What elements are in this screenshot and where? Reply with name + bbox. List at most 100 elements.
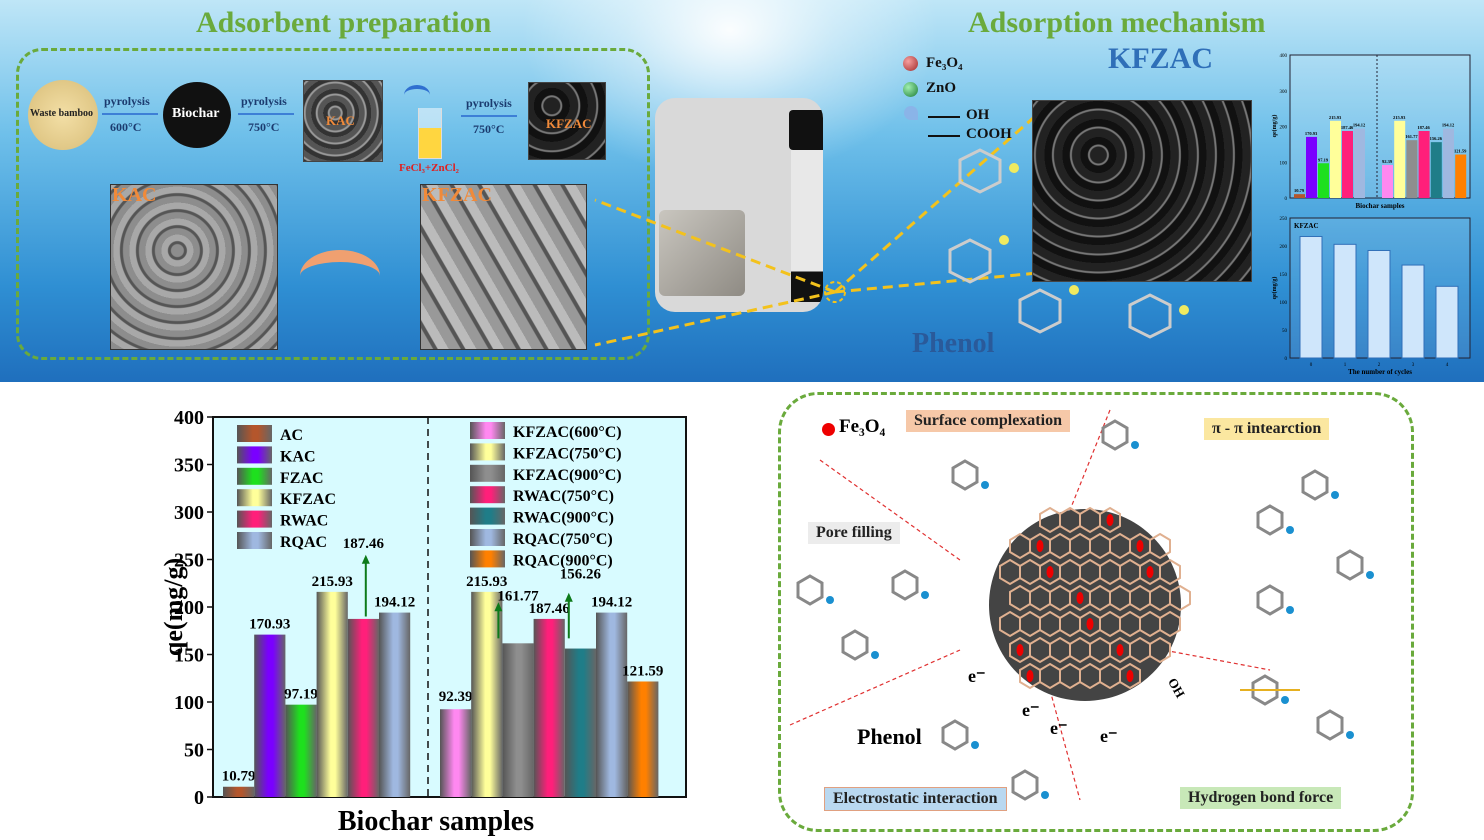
bar-KFZAC(600°C) <box>440 709 472 797</box>
cycle-bar <box>1401 264 1425 359</box>
kac-label: KAC <box>326 113 355 128</box>
fe3o4-legend-label: Fe₃O₄ <box>926 55 963 71</box>
phenol-molecules <box>948 148 1189 339</box>
mini-bar <box>1406 140 1418 198</box>
data-label: 215.93 <box>466 574 507 590</box>
bar-KFZAC(750°C) <box>471 591 503 797</box>
bar-KFZAC <box>316 591 348 797</box>
legend-label: KFZAC(750°C) <box>513 445 622 462</box>
zno-sphere-icon <box>903 82 918 97</box>
pi-pi-interaction-tag: π - π intearction <box>1204 418 1330 440</box>
cycle-y-tick: 100 <box>1280 301 1288 306</box>
pyrolysis-label: pyrolysis <box>466 96 512 110</box>
mini-bar <box>1342 130 1353 198</box>
fe3o4-dot <box>1046 566 1054 578</box>
carbon-lattice-cell <box>1119 662 1141 690</box>
cycle-y-tick: 200 <box>1280 245 1288 250</box>
mini-y-tick: 0 <box>1285 197 1288 202</box>
data-label: 187.46 <box>343 536 385 552</box>
kac-sem-image <box>110 184 278 350</box>
legend-swatch <box>470 550 505 568</box>
fe3o4-dot <box>1106 514 1114 526</box>
mini-data-label: 187.46 <box>1417 125 1430 130</box>
mini-ylabel: qe(mg/g) <box>1271 115 1278 138</box>
arrow-icon <box>238 113 294 115</box>
fe3o4-dot <box>1076 592 1084 604</box>
hydrogen-bond-force-tag: Hydrogen bond force <box>1180 787 1342 809</box>
zno-legend-label: ZnO <box>926 80 957 96</box>
waste-bamboo-image <box>28 80 98 150</box>
mini-data-label: 92.39 <box>1382 159 1393 164</box>
cycle-tick-label: 3 <box>1412 363 1415 368</box>
legend-swatch <box>237 425 272 442</box>
fe3o4-dot-icon <box>822 423 835 436</box>
arrow-head-icon <box>564 592 573 602</box>
pore-filling-tag: Pore filling <box>808 522 900 544</box>
legend-swatch <box>237 467 272 485</box>
legend-label: RWAC(900°C) <box>513 510 614 527</box>
y-tick-label: 200 <box>174 597 204 619</box>
graphical-abstract-banner: Adsorbent preparation Adsorption mechani… <box>0 0 1484 382</box>
y-tick-label: 100 <box>174 692 204 714</box>
y-axis-label: qe(mg/g) <box>159 558 188 656</box>
mini-bar <box>1330 120 1341 198</box>
bar-FZAC <box>285 704 317 797</box>
phenol-molecule <box>1101 419 1139 451</box>
bar-RWAC <box>347 618 379 797</box>
preparation-box <box>16 48 650 360</box>
fe3o4-dot <box>1086 618 1094 630</box>
phenol-molecule <box>891 569 929 601</box>
mini-bar <box>1294 194 1305 198</box>
phenol-molecule <box>1301 469 1339 501</box>
legend-label: RWAC(750°C) <box>513 488 614 505</box>
legend-label: AC <box>280 427 303 444</box>
kfzac-sem-label: KFZAC <box>422 184 492 206</box>
data-label: 170.93 <box>249 617 290 633</box>
y-tick-label: 50 <box>184 740 204 762</box>
legend-swatch <box>237 532 272 549</box>
phenol-molecule <box>941 719 979 751</box>
legend-swatch <box>237 489 272 507</box>
carbon-lattice-cell <box>1159 558 1181 586</box>
bar-RWAC(750°C) <box>533 618 565 797</box>
fe3o4-dot <box>1036 540 1044 552</box>
mini-xlabel: Biochar samples <box>1355 202 1404 210</box>
cycle-bar <box>1333 243 1357 359</box>
beaker-icon <box>418 108 442 159</box>
legend-swatch <box>470 507 505 525</box>
kfzac-cube-large <box>1032 100 1252 282</box>
surface-complexation-tag: Surface complexation <box>906 410 1070 432</box>
bar-AC <box>223 786 255 797</box>
vial-cap <box>789 110 823 150</box>
mini-data-label: 215.93 <box>1393 115 1406 120</box>
kfzac-cube-label: KFZAC <box>1108 42 1213 75</box>
adsorption-mechanism-title: Adsorption mechanism <box>968 6 1266 39</box>
arrow-head-icon <box>494 602 503 612</box>
mini-data-label: 161.77 <box>1405 134 1418 139</box>
bar-RQAC(750°C) <box>596 612 628 797</box>
mini-data-label: 194.12 <box>1353 123 1366 128</box>
mini-bar <box>1394 120 1406 198</box>
arrow-head-icon <box>361 554 370 564</box>
fe3o4-dot <box>1126 670 1134 682</box>
yellow-dashed-connectors <box>594 110 1071 347</box>
electron-label: e⁻ <box>1022 700 1040 720</box>
mechanism-diagram <box>789 409 1374 801</box>
mini-data-label: 97.19 <box>1318 157 1329 162</box>
legend-label: KFZAC(900°C) <box>513 467 622 484</box>
electron-label: e⁻ <box>968 666 986 686</box>
legend-label: RQAC <box>280 534 327 551</box>
mini-bar <box>1455 154 1467 198</box>
fe3o4-sphere-icon <box>903 56 918 71</box>
mini-data-label: 121.59 <box>1454 149 1467 154</box>
fe3o4-dot <box>1146 566 1154 578</box>
data-label: 10.79 <box>222 769 256 785</box>
legend-label: KFZAC <box>280 491 336 508</box>
temperature-label: 750°C <box>473 122 505 136</box>
magnet-vial-photo <box>655 98 823 312</box>
adsorbent-preparation-title: Adsorbent preparation <box>196 6 492 39</box>
kfzac-sem-image <box>420 184 587 350</box>
mini-y-tick: 200 <box>1280 126 1288 131</box>
biochar-image <box>163 82 231 148</box>
